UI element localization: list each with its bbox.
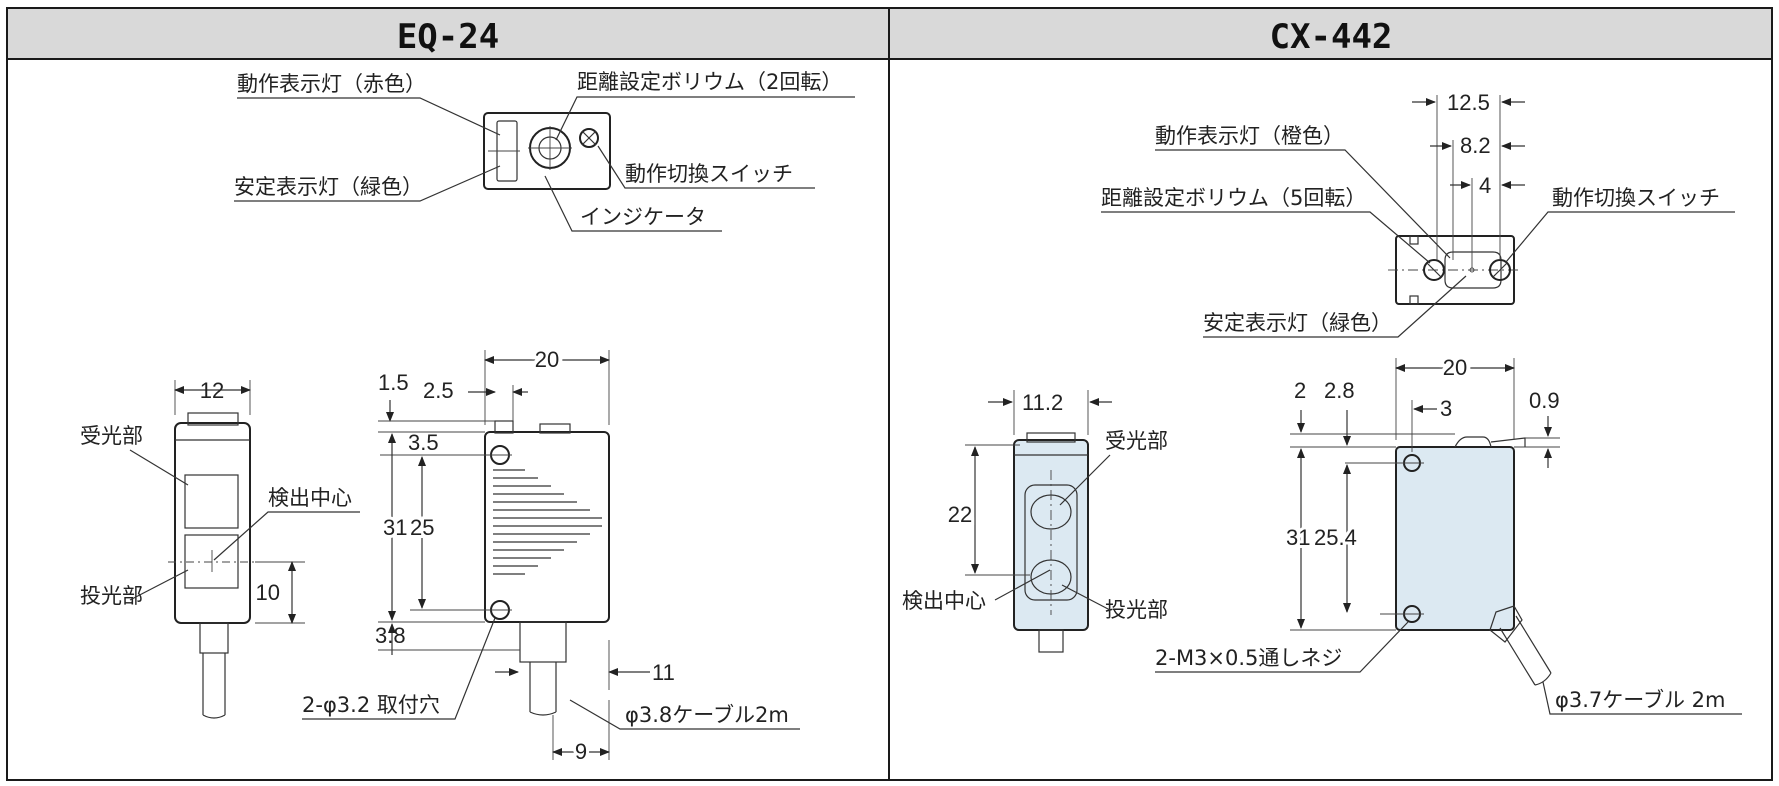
eq24-label-cable: φ3.8ケーブル2m (625, 703, 789, 727)
cx442-side-top-bump (1454, 436, 1492, 448)
cx442-leader-emitter (1061, 584, 1111, 611)
cx442-top-corner-notch-2 (1409, 295, 1419, 305)
eq24-leader-indicator (544, 175, 722, 232)
eq24-side-width-dim: 20 (535, 347, 559, 372)
eq24-front-body (174, 422, 251, 624)
eq24-leader-mode-switch (597, 145, 815, 189)
eq24-side-dim-11: 11 (652, 660, 675, 685)
eq24-label-emitter: 投光部 (80, 584, 143, 608)
eq24-side-cable (529, 662, 557, 716)
cx442-label-detection-center: 検出中心 (902, 589, 986, 613)
cx442-side-dim-0-9: 0.9 (1529, 388, 1560, 413)
table-frame: EQ-24 CX-442 (6, 7, 1773, 781)
cx442-leader-screw (1155, 621, 1409, 673)
eq24-label-distance-volume: 距離設定ボリウム（2回転） (577, 70, 842, 94)
cx442-label-screw: 2-M3×0.5通しネジ (1155, 646, 1342, 670)
eq24-side-hatch (493, 469, 602, 575)
cx442-side-dim-3: 3 (1440, 396, 1452, 421)
eq24-side-dim-2-5: 2.5 (423, 378, 454, 403)
cx442-leader-mode-switch (1505, 211, 1735, 263)
eq24-label-receiver: 受光部 (80, 424, 143, 448)
cx442-label-receiver: 受光部 (1105, 429, 1168, 453)
cx442-front-dim-22: 22 (948, 502, 972, 527)
cx442-side-cable (1499, 615, 1552, 686)
eq24-top-view: 動作表示灯（赤色） 安定表示灯（緑色） 距離設定ボリウム（2回転） 動作切換スイ… (234, 70, 855, 232)
cx442-leader-distance-volume (1101, 211, 1431, 264)
eq24-label-op-indicator: 動作表示灯（赤色） (237, 72, 426, 96)
header-eq24: EQ-24 (397, 17, 499, 57)
cx442-side-dim-31: 31 (1286, 525, 1310, 550)
eq24-front-cable (202, 653, 226, 719)
eq24-label-mode-switch: 動作切換スイッチ (625, 162, 793, 186)
header-cx442: CX-442 (1270, 17, 1393, 57)
eq24-label-detection-center: 検出中心 (268, 486, 352, 510)
eq24-side-cable-stub (519, 621, 567, 663)
cx442-side-body (1395, 446, 1515, 631)
eq24-top-switch (579, 128, 599, 148)
eq24-side-dim-31: 31 (383, 515, 407, 540)
eq24-side-top-tab-1 (494, 420, 514, 434)
cx442-leader-stability-indicator (1203, 275, 1467, 338)
cx442-side-view: 20 2 2.8 3 0.9 31 25.4 2-M3×0.5通しネジ φ3.7… (1155, 351, 1742, 715)
eq24-front-view: 12 10 受光部 検出中心 投光部 (80, 378, 360, 719)
eq24-side-dim-25: 25 (410, 515, 434, 540)
cx442-label-distance-volume: 距離設定ボリウム（5回転） (1101, 186, 1366, 210)
eq24-leader-distance-volume (555, 96, 855, 141)
cx442-front-top-tab (1026, 432, 1076, 443)
eq24-side-body (484, 431, 610, 623)
eq24-front-width-dim: 12 (200, 378, 224, 403)
cx442-front-view: 11.2 22 受光部 検出中心 投光部 (902, 390, 1168, 653)
eq24-label-indicator: インジケータ (580, 205, 706, 229)
eq24-top-body (483, 112, 611, 190)
cx442-top-dim-8-2: 8.2 (1460, 133, 1491, 158)
eq24-label-mount-hole: 2-φ3.2 取付穴 (302, 693, 440, 717)
cx442-top-dim-4: 4 (1479, 173, 1491, 198)
cx442-side-top-slope (1490, 437, 1526, 447)
eq24-leader-stability-indicator (234, 165, 501, 202)
eq24-front-cable-stub (199, 622, 229, 654)
cx442-side-width-dim: 20 (1443, 355, 1467, 380)
cx442-label-stability-indicator: 安定表示灯（緑色） (1203, 311, 1392, 335)
cx442-top-volume-slot (1426, 262, 1442, 278)
eq24-top-switch-slot-2 (581, 130, 597, 146)
eq24-leader-detection-center (213, 511, 360, 561)
eq24-leader-mount-hole (302, 617, 496, 720)
cx442-top-volume (1423, 259, 1445, 281)
eq24-top-switch-circle (579, 128, 599, 148)
eq24-front-emitter-window (184, 534, 239, 589)
cx442-side-dim-2: 2 (1294, 378, 1306, 403)
cx442-top-view: 12.5 8.2 4 動作表示灯（橙色） 距離設定ボリウム（5回転） 動作切換ス… (1101, 90, 1735, 338)
eq24-leader-cable (569, 699, 800, 730)
cx442-side-dim-2-8: 2.8 (1324, 378, 1355, 403)
cx442-label-mode-switch: 動作切換スイッチ (1552, 186, 1720, 210)
eq24-front-receiver-window (184, 474, 239, 529)
cx442-side-cable-boot (1489, 605, 1523, 643)
eq24-side-dim-3-5: 3.5 (408, 430, 439, 455)
cx442-label-emitter: 投光部 (1105, 598, 1168, 622)
cx442-front-cable-stub (1038, 629, 1064, 653)
cx442-leader-cable (1542, 681, 1742, 715)
eq24-leader-op-indicator (237, 97, 501, 136)
eq24-front-top-tab (187, 412, 239, 426)
eq24-side-top-tab-2 (539, 423, 571, 434)
eq24-side-view: 20 1.5 2.5 3.5 31 25 3.8 11 9 2-φ3.2 取付穴 (302, 343, 800, 767)
cx442-front-width-dim: 11.2 (1022, 390, 1063, 415)
cx442-top-switch-slot (1492, 262, 1508, 278)
cx442-leader-receiver (1059, 454, 1111, 506)
eq24-label-stability-indicator: 安定表示灯（緑色） (234, 175, 423, 199)
cx442-label-cable: φ3.7ケーブル 2m (1555, 688, 1725, 712)
cx442-leader-detection-center (994, 569, 1051, 601)
cx442-top-corner-notch-1 (1409, 235, 1419, 245)
eq24-side-dim-1-5: 1.5 (378, 370, 409, 395)
cx442-leader-op-indicator (1155, 149, 1451, 259)
cx442-side-dim-25-4: 25.4 (1314, 525, 1357, 550)
eq24-leader-emitter (129, 569, 189, 601)
eq24-leader-receiver (129, 449, 189, 486)
eq24-side-dim-3-8: 3.8 (375, 623, 406, 648)
cx442-label-op-indicator: 動作表示灯（橙色） (1155, 124, 1344, 148)
eq24-front-height-dim: 10 (256, 580, 280, 605)
cx442-top-dim-12-5: 12.5 (1447, 90, 1490, 115)
eq24-side-dim-9: 9 (575, 739, 587, 764)
